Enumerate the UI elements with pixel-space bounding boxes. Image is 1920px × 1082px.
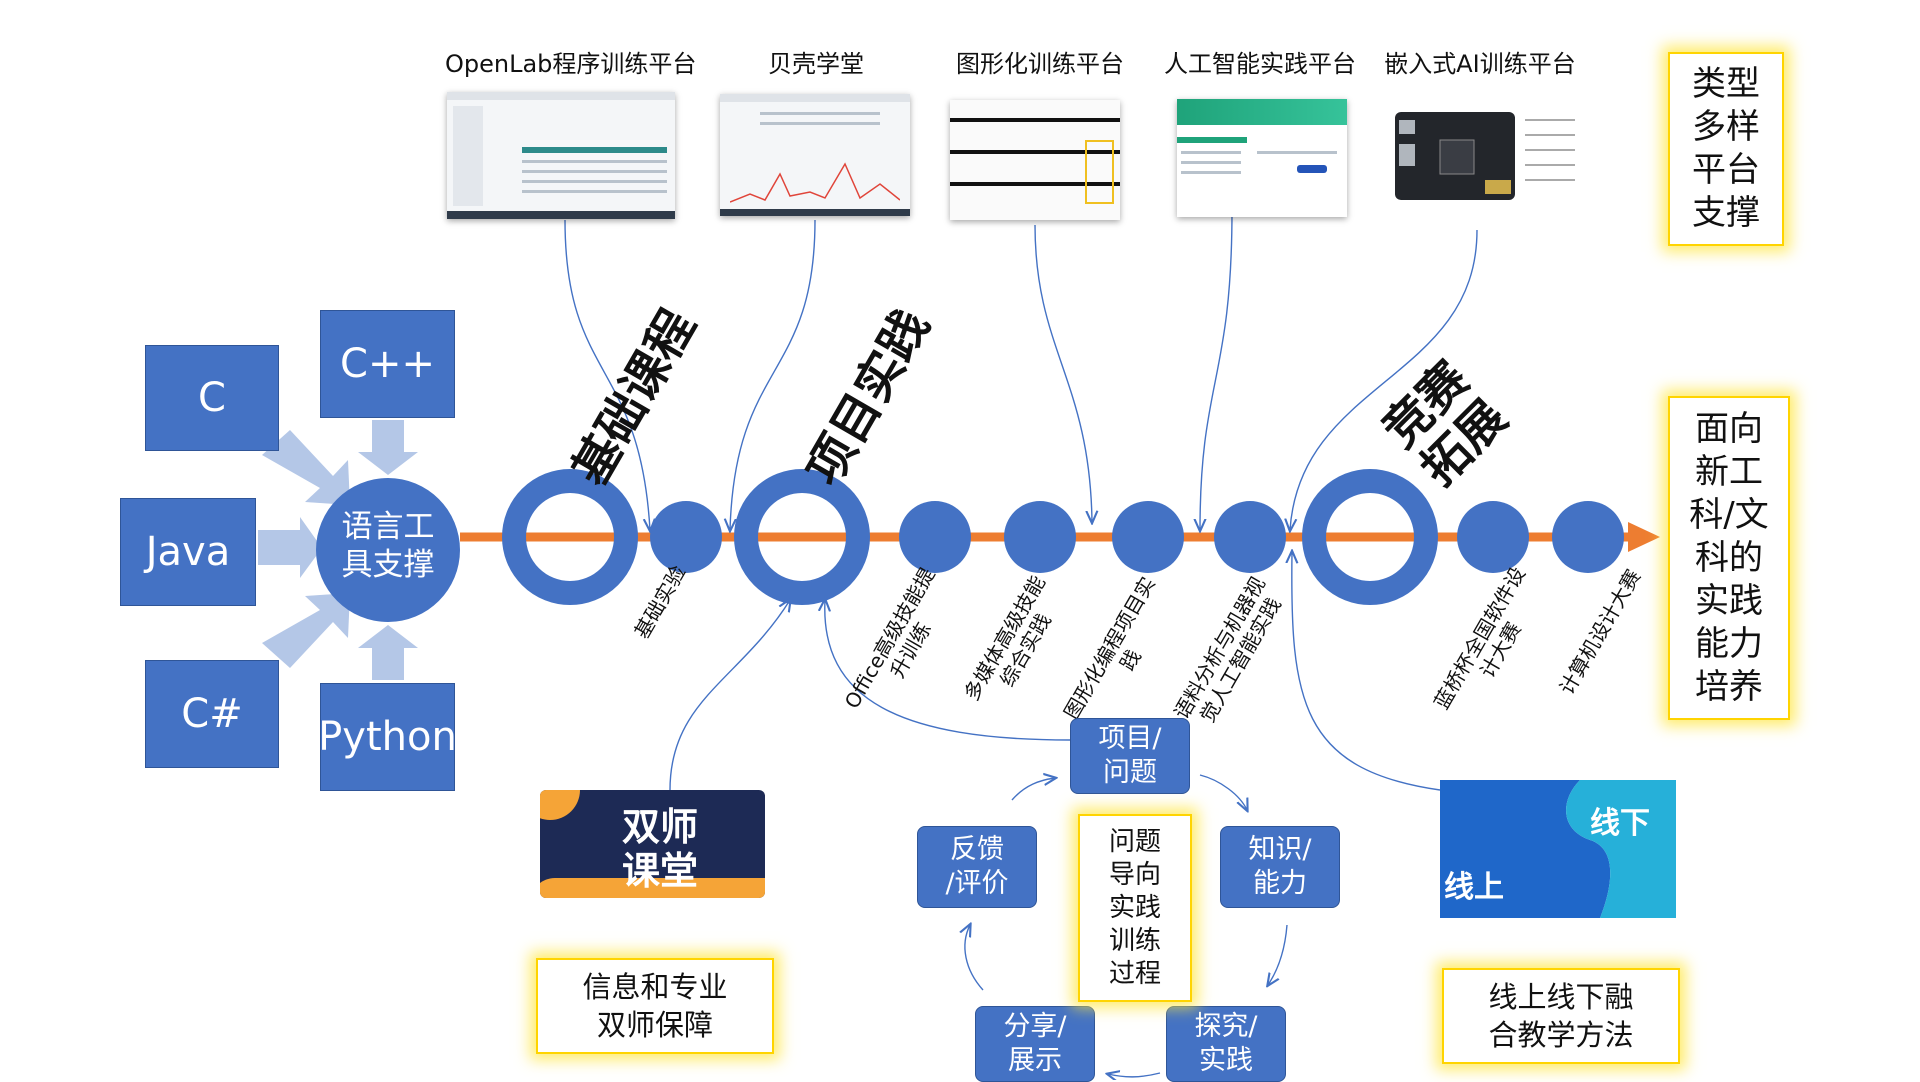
platform-title-4: 人工智能实践平台	[1164, 50, 1356, 78]
cycle-arrows	[965, 775, 1288, 1077]
cycle-share-show: 分享/ 展示	[975, 1006, 1095, 1082]
lang-java-box: Java	[120, 498, 256, 606]
lang-cpp-label: C++	[340, 341, 435, 387]
lang-cpp-box: C++	[320, 310, 455, 418]
lang-csharp-box: C#	[145, 660, 279, 768]
platform-screenshot-5	[1385, 100, 1585, 210]
lang-python-box: Python	[318, 683, 457, 791]
platform-title-3: 图形化训练平台	[956, 50, 1124, 78]
timeline-arrowhead	[1628, 522, 1660, 552]
lang-csharp-label: C#	[181, 691, 243, 737]
cycle-knowledge-ability: 知识/ 能力	[1220, 826, 1340, 908]
platform-connectors	[564, 209, 1478, 791]
ring-project	[734, 469, 870, 605]
caption-blended: 线上线下融 合教学方法	[1442, 968, 1680, 1064]
platform-title-1: OpenLab程序训练平台	[445, 50, 697, 78]
lang-java-label: Java	[145, 529, 231, 575]
platform-title-2: 贝壳学堂	[768, 50, 864, 78]
blended-puzzle-graphic: 线上 线下	[1440, 780, 1676, 918]
lang-python-label: Python	[318, 714, 457, 760]
cycle-project-problem: 项目/ 问题	[1070, 718, 1190, 794]
platform-screenshot-4	[1177, 99, 1347, 217]
language-hub-label: 语言工 具支撑	[341, 509, 435, 583]
node-circle-1	[650, 501, 722, 573]
node-circle-3	[1004, 501, 1076, 573]
lang-c-box: C	[145, 345, 279, 451]
language-arrows	[258, 420, 418, 680]
cycle-explore-practice: 探究/ 实践	[1166, 1006, 1286, 1082]
language-hub-circle	[316, 478, 460, 622]
node-circle-5	[1214, 501, 1286, 573]
note-goal: 面向 新工 科/文 科的 实践 能力 培养	[1668, 396, 1790, 720]
double-teacher-logo: 双师 课堂	[540, 790, 765, 898]
puzzle-icon	[1440, 780, 1676, 918]
blended-offline-label: 线下	[1590, 806, 1650, 841]
blended-online-label: 线上	[1444, 870, 1504, 905]
double-teacher-logo-line1: 双师	[621, 805, 698, 849]
node-circle-7	[1552, 501, 1624, 573]
double-teacher-logo-line2: 课堂	[621, 849, 698, 893]
node-circle-4	[1112, 501, 1184, 573]
node-circle-6	[1457, 501, 1529, 573]
ring-basic	[502, 469, 638, 605]
cycle-feedback-evaluation: 反馈 /评价	[917, 826, 1037, 908]
circuit-board-icon	[1395, 112, 1575, 200]
platform-screenshot-3	[950, 100, 1120, 220]
chart-thumbnail-icon	[730, 162, 900, 203]
caption-double-teacher: 信息和专业 双师保障	[536, 958, 774, 1054]
cycle-center-process: 问题 导向 实践 训练 过程	[1078, 814, 1192, 1002]
lang-c-label: C	[198, 375, 226, 421]
node-circle-2	[899, 501, 971, 573]
platform-screenshot-1	[447, 92, 675, 219]
ring-competition	[1302, 469, 1438, 605]
note-platform-types: 类型 多样 平台 支撑	[1668, 52, 1784, 246]
platform-title-5: 嵌入式AI训练平台	[1384, 50, 1576, 78]
platform-screenshot-2	[720, 94, 910, 216]
